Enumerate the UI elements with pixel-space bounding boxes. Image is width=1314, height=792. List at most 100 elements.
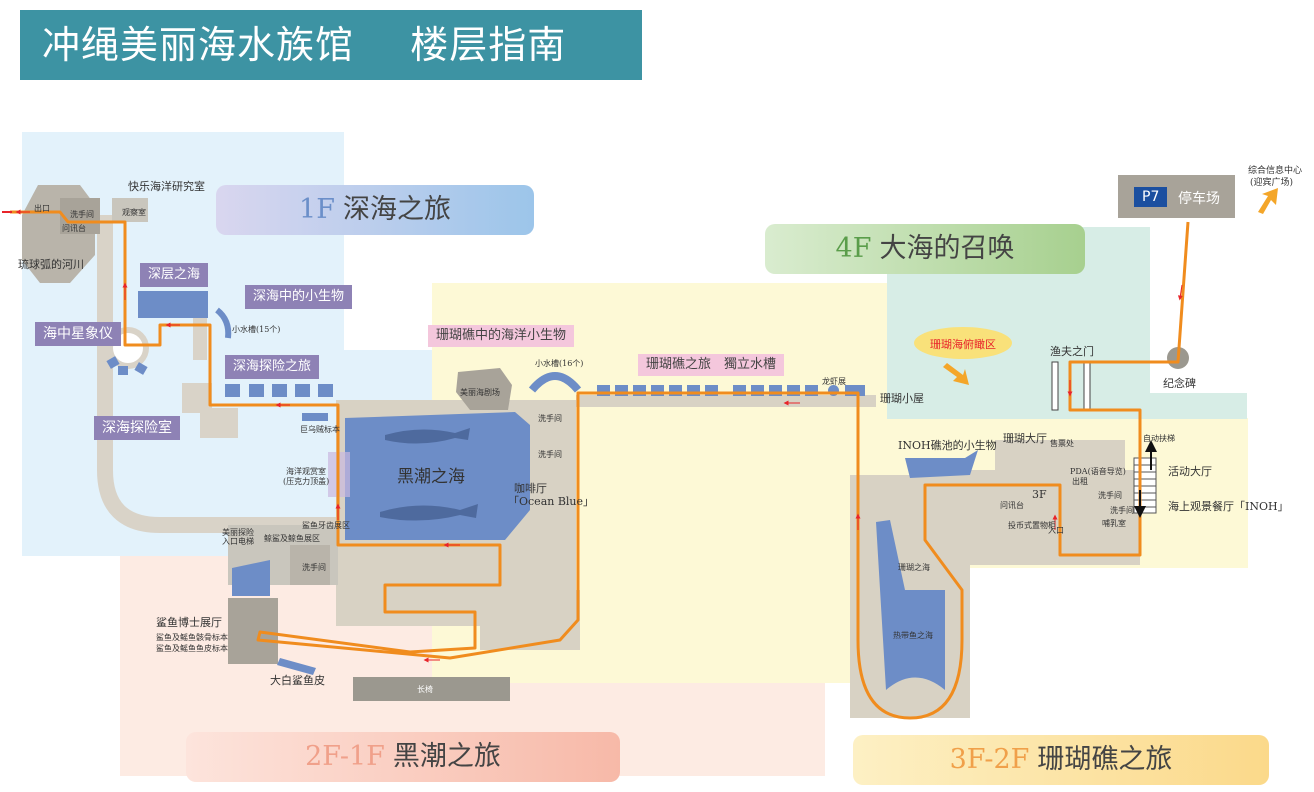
label-shark-skin: 鲨鱼及鳐鱼鱼皮标本 bbox=[156, 644, 228, 653]
title-main: 冲绳美丽海水族馆 bbox=[42, 23, 355, 67]
tank-small bbox=[272, 384, 287, 397]
label-escalator: 自动扶梯 bbox=[1143, 434, 1175, 443]
label-ocean-viewing: 海洋观赏室 bbox=[286, 467, 326, 476]
coral-tank bbox=[733, 385, 746, 396]
coral-tank bbox=[633, 385, 646, 396]
tank-small bbox=[249, 384, 264, 397]
label-nursing: 哺乳室 bbox=[1102, 519, 1126, 528]
label-ocean-viewing-sub: (压克力顶盖) bbox=[283, 477, 330, 486]
label-coral-hut: 珊瑚小屋 bbox=[880, 392, 924, 405]
label-inquiry-3f: 问讯台 bbox=[1000, 501, 1024, 510]
label-ticket: 售票处 bbox=[1050, 439, 1074, 448]
label-deep-explore-room: 深海探险室 bbox=[94, 416, 180, 440]
floor-code-3f2f: 3F-2F bbox=[949, 744, 1030, 775]
title-sub: 楼层指南 bbox=[410, 23, 567, 67]
coral-overlook-label: 珊瑚海俯瞰区 bbox=[930, 338, 996, 351]
label-coral-journey: 珊瑚礁之旅 獨立水槽 bbox=[638, 354, 785, 376]
label-shark-museum: 鲨鱼博士展厅 bbox=[156, 616, 222, 629]
coral-overlook-area[interactable]: 珊瑚海俯瞰区 bbox=[914, 327, 1012, 359]
label-tropical-sea: 热带鱼之海 bbox=[893, 631, 933, 640]
coral-tank bbox=[669, 385, 682, 396]
label-entrance: 入口 bbox=[1048, 526, 1064, 535]
label-restroom-2: 洗手间 bbox=[538, 414, 562, 423]
label-small-tanks-15: 小水槽(15个) bbox=[232, 325, 281, 334]
label-lab-small: 观察室 bbox=[122, 208, 146, 217]
coral-tank bbox=[705, 385, 718, 396]
label-coral-hall: 珊瑚大厅 bbox=[1003, 432, 1047, 445]
label-kuroshio-sea: 黑潮之海 bbox=[397, 467, 465, 487]
floor-name-4f: 大海的召唤 bbox=[879, 233, 1015, 264]
zone-4f-strip bbox=[887, 393, 1247, 419]
label-deep-explore-journey: 深海探险之旅 bbox=[225, 355, 320, 379]
coral-tank bbox=[615, 385, 628, 396]
label-coin-locker: 投币式置物柜 bbox=[1008, 521, 1056, 530]
tank-small bbox=[318, 384, 333, 397]
label-coral-sea-tank: 珊瑚之海 bbox=[898, 563, 930, 572]
floor-name-3f2f: 珊瑚礁之旅 bbox=[1037, 744, 1173, 775]
label-pda-sub: 出租 bbox=[1072, 477, 1088, 486]
floor-name-2f1f: 黑潮之旅 bbox=[392, 741, 501, 772]
label-sea-planetarium: 海中星象仪 bbox=[35, 322, 121, 346]
label-event-hall: 活动大厅 bbox=[1168, 465, 1212, 478]
label-deep-sea-layer: 深层之海 bbox=[140, 263, 209, 287]
label-restroom: 洗手间 bbox=[70, 210, 94, 219]
label-floor-3f: 3F bbox=[1032, 488, 1047, 501]
label-monument: 纪念碑 bbox=[1163, 377, 1196, 390]
label-restroom-3: 洗手间 bbox=[538, 450, 562, 459]
label-coelacanth: 巨乌贼标本 bbox=[300, 425, 340, 434]
bench-label: 长椅 bbox=[417, 685, 433, 694]
tank-small bbox=[225, 384, 240, 397]
label-shrimp: 龙虾展 bbox=[822, 377, 846, 386]
label-exit: 出口 bbox=[34, 204, 50, 213]
parking-label: 停车场 bbox=[1178, 191, 1220, 207]
label-beautiful-theater: 美丽海剧场 bbox=[460, 388, 500, 397]
page-title: 冲绳美丽海水族馆 楼层指南 bbox=[20, 10, 642, 80]
label-shark-bone: 鲨鱼及鳐鱼骸骨标本 bbox=[156, 633, 228, 642]
label-pda: PDA(语音导览) bbox=[1070, 467, 1126, 476]
label-fisherman-gate: 渔夫之门 bbox=[1050, 345, 1094, 358]
label-info-center: 综合信息中心 bbox=[1248, 166, 1303, 176]
label-white-shark-skin: 大白鲨鱼皮 bbox=[270, 674, 325, 687]
label-cafe: 咖啡厅 bbox=[514, 482, 547, 495]
label-restroom-2f: 洗手间 bbox=[302, 563, 326, 572]
label-happy-lab: 快乐海洋研究室 bbox=[128, 180, 205, 193]
floor-code-1f: 1F bbox=[299, 194, 335, 225]
label-ryukyu-river: 琉球弧的河川 bbox=[18, 258, 84, 271]
parking-p7[interactable]: P7 停车场 bbox=[1118, 175, 1235, 218]
tank-small bbox=[302, 413, 328, 421]
label-restaurant: 海上观景餐厅「INOH」 bbox=[1168, 500, 1289, 513]
tank-small bbox=[295, 384, 310, 397]
coral-tank bbox=[805, 385, 818, 396]
label-info-center-sub: (迎宾广场) bbox=[1250, 178, 1294, 188]
label-restroom-3f-b: 洗手间 bbox=[1110, 506, 1134, 515]
label-shark-tooth: 鲨鱼牙齿展区 bbox=[302, 521, 350, 530]
label-restroom-3f: 洗手间 bbox=[1098, 491, 1122, 500]
label-deep-small-creatures: 深海中的小生物 bbox=[245, 285, 353, 309]
coral-tank bbox=[751, 385, 764, 396]
deep-sea-tank bbox=[138, 291, 208, 318]
coral-tank bbox=[769, 385, 782, 396]
label-inoh-pool: INOH礁池的小生物 bbox=[898, 439, 997, 452]
parking-code: P7 bbox=[1134, 187, 1168, 207]
coral-tank bbox=[597, 385, 610, 396]
coral-tank bbox=[687, 385, 700, 396]
label-shark-entry: 美丽探险 bbox=[222, 528, 254, 537]
label-shark-entry-2: 入口电梯 bbox=[222, 537, 254, 546]
label-shark-specimen: 鲸鲨及鲸鱼展区 bbox=[264, 534, 320, 543]
label-cafe-name: 「Ocean Blue」 bbox=[508, 495, 595, 508]
label-inquiry: 问讯台 bbox=[62, 224, 86, 233]
bench: 长椅 bbox=[353, 677, 510, 701]
tank-small bbox=[118, 366, 128, 375]
coral-tank bbox=[845, 385, 865, 396]
floor-name-1f: 深海之旅 bbox=[342, 194, 451, 225]
label-coral-small-creatures: 珊瑚礁中的海洋小生物 bbox=[428, 325, 575, 347]
coral-tank bbox=[651, 385, 664, 396]
floor-code-4f: 4F bbox=[835, 233, 872, 264]
coral-tank bbox=[787, 385, 800, 396]
